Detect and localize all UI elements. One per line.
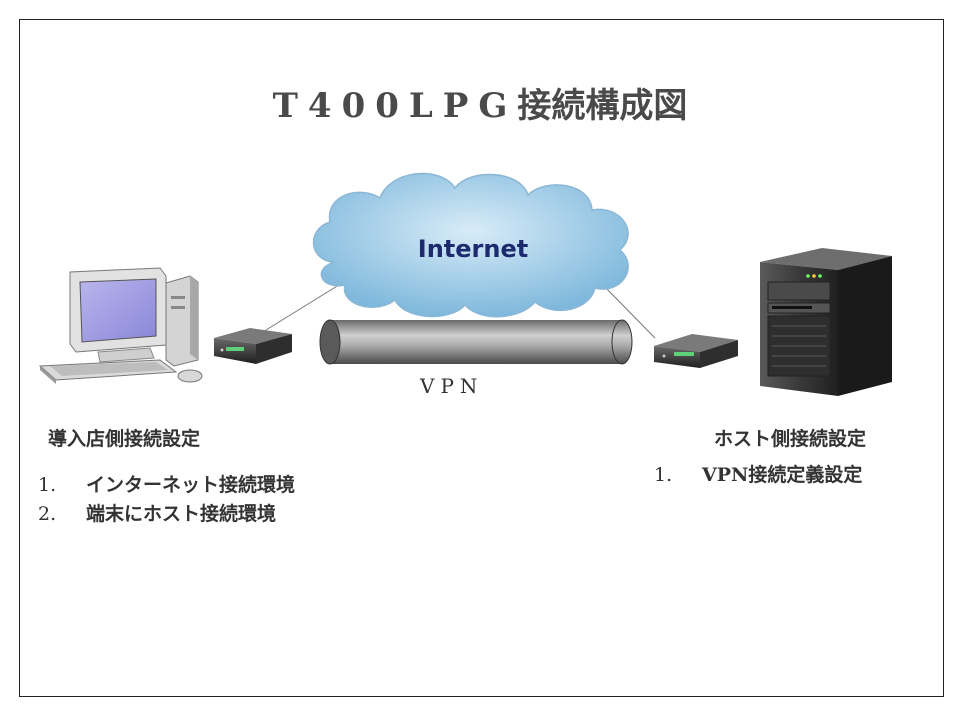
- host-server: [760, 248, 892, 396]
- host-heading: ホスト側接続設定: [714, 428, 867, 450]
- vpn-tunnel: [319, 319, 633, 365]
- list-item-number: 1.: [38, 474, 57, 496]
- client-computer: [38, 267, 203, 384]
- list-item: 1. インターネット接続環境: [38, 470, 295, 499]
- diagram-frame: [19, 19, 944, 697]
- title-latin: T400LPG: [272, 86, 518, 126]
- cloud-label: Internet: [418, 235, 528, 263]
- link-line-right: [603, 285, 656, 339]
- list-item: 1. VPN接続定義設定: [654, 460, 862, 489]
- vpn-label: VPN: [420, 374, 484, 398]
- host-router: [654, 334, 738, 368]
- page-title: T400LPG接続構成図: [0, 78, 960, 127]
- client-heading: 導入店側接続設定: [48, 428, 201, 450]
- list-item-number: 2.: [38, 503, 57, 525]
- list-item: 2. 端末にホスト接続環境: [38, 499, 295, 528]
- internet-cloud: Internet: [313, 172, 629, 318]
- client-settings-list: 1. インターネット接続環境 2. 端末にホスト接続環境: [38, 470, 295, 528]
- host-settings-list: 1. VPN接続定義設定: [654, 460, 862, 489]
- link-line-left: [257, 282, 343, 336]
- title-kanji: 接続構成図: [517, 86, 688, 126]
- list-item-number: 1.: [654, 464, 673, 486]
- list-item-text: VPN接続定義設定: [702, 464, 863, 486]
- list-item-text: インターネット接続環境: [86, 474, 296, 496]
- client-router: [214, 328, 292, 364]
- list-item-text: 端末にホスト接続環境: [86, 503, 277, 525]
